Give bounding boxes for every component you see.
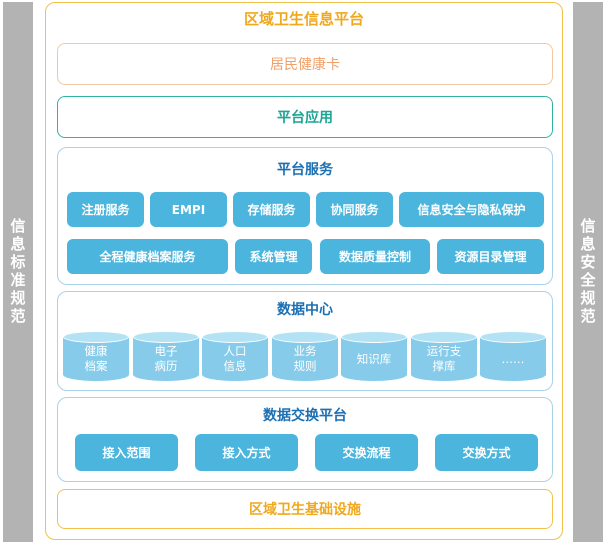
service-collaboration: 协同服务 [316, 192, 393, 227]
data-exchange-title: 数据交换平台 [263, 408, 347, 424]
db-more: …… [480, 331, 546, 381]
exchange-process: 交换流程 [315, 434, 418, 471]
service-data-quality-control: 数据质量控制 [320, 239, 430, 274]
service-resource-catalog: 资源目录管理 [437, 239, 544, 274]
exchange-mode: 交换方式 [435, 434, 538, 471]
service-storage: 存储服务 [233, 192, 310, 227]
db-population-info: 人口 信息 [202, 331, 268, 381]
data-center-card: 数据中心 [57, 291, 553, 391]
db-electronic-medical-records: 电子 病历 [133, 331, 199, 381]
platform-app-box: 平台应用 [57, 96, 553, 138]
db-operation-support: 运行支 撑库 [411, 331, 477, 381]
platform-title: 区域卫生信息平台 [243, 10, 364, 28]
data-exchange-card: 数据交换平台 [57, 397, 553, 482]
health-card-box: 居民健康卡 [57, 43, 553, 85]
side-left-label: 信息标准规范 [8, 218, 27, 326]
side-right-label: 信息安全规范 [578, 218, 597, 326]
service-security-privacy: 信息安全与隐私保护 [399, 192, 544, 227]
info-security-spec-bar: 信息安全规范 [573, 2, 603, 542]
service-empi: EMPI [150, 192, 227, 227]
platform-frame [45, 2, 563, 540]
platform-services-card: 平台服务 [57, 147, 553, 285]
infrastructure-label: 区域卫生基础设施 [249, 502, 361, 518]
infrastructure-box: 区域卫生基础设施 [57, 489, 553, 529]
exchange-access-scope: 接入范围 [75, 434, 178, 471]
db-knowledge-base: 知识库 [341, 331, 407, 381]
data-center-title: 数据中心 [277, 302, 333, 318]
health-card-label: 居民健康卡 [270, 57, 340, 73]
exchange-access-method: 接入方式 [195, 434, 298, 471]
db-business-rules: 业务 规则 [272, 331, 338, 381]
platform-app-label: 平台应用 [277, 110, 333, 126]
service-registration: 注册服务 [67, 192, 144, 227]
info-standard-spec-bar: 信息标准规范 [3, 2, 33, 542]
platform-services-title: 平台服务 [277, 162, 333, 178]
db-health-records: 健康 档案 [63, 331, 129, 381]
service-lifelong-health-record: 全程健康档案服务 [67, 239, 228, 274]
service-system-management: 系统管理 [235, 239, 312, 274]
